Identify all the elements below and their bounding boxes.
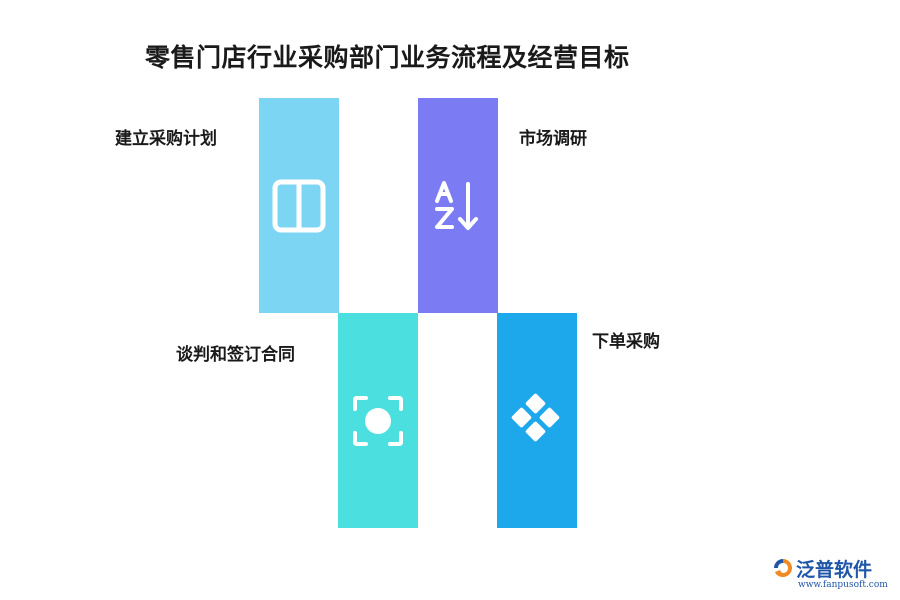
step-label-research: 市场调研: [519, 129, 587, 149]
brand-logo-icon: [774, 559, 792, 577]
brand-name: 泛普软件: [796, 559, 873, 581]
columns-icon: [272, 179, 326, 232]
step-block-research: [418, 98, 498, 313]
step-block-negotiation: [338, 313, 418, 528]
brand-url: www.fanpusoft.com: [798, 580, 888, 590]
step-block-plan: [259, 98, 339, 313]
diagram-title: 零售门店行业采购部门业务流程及经营目标: [145, 43, 630, 72]
step-label-negotiation: 谈判和签订合同: [176, 345, 295, 365]
step-label-order: 下单采购: [592, 332, 660, 352]
diamonds-icon: [511, 393, 560, 441]
step-label-plan: 建立采购计划: [115, 129, 217, 149]
focus-icon: [353, 395, 403, 446]
sort-az-icon: [435, 180, 478, 230]
step-block-order: [497, 313, 577, 528]
